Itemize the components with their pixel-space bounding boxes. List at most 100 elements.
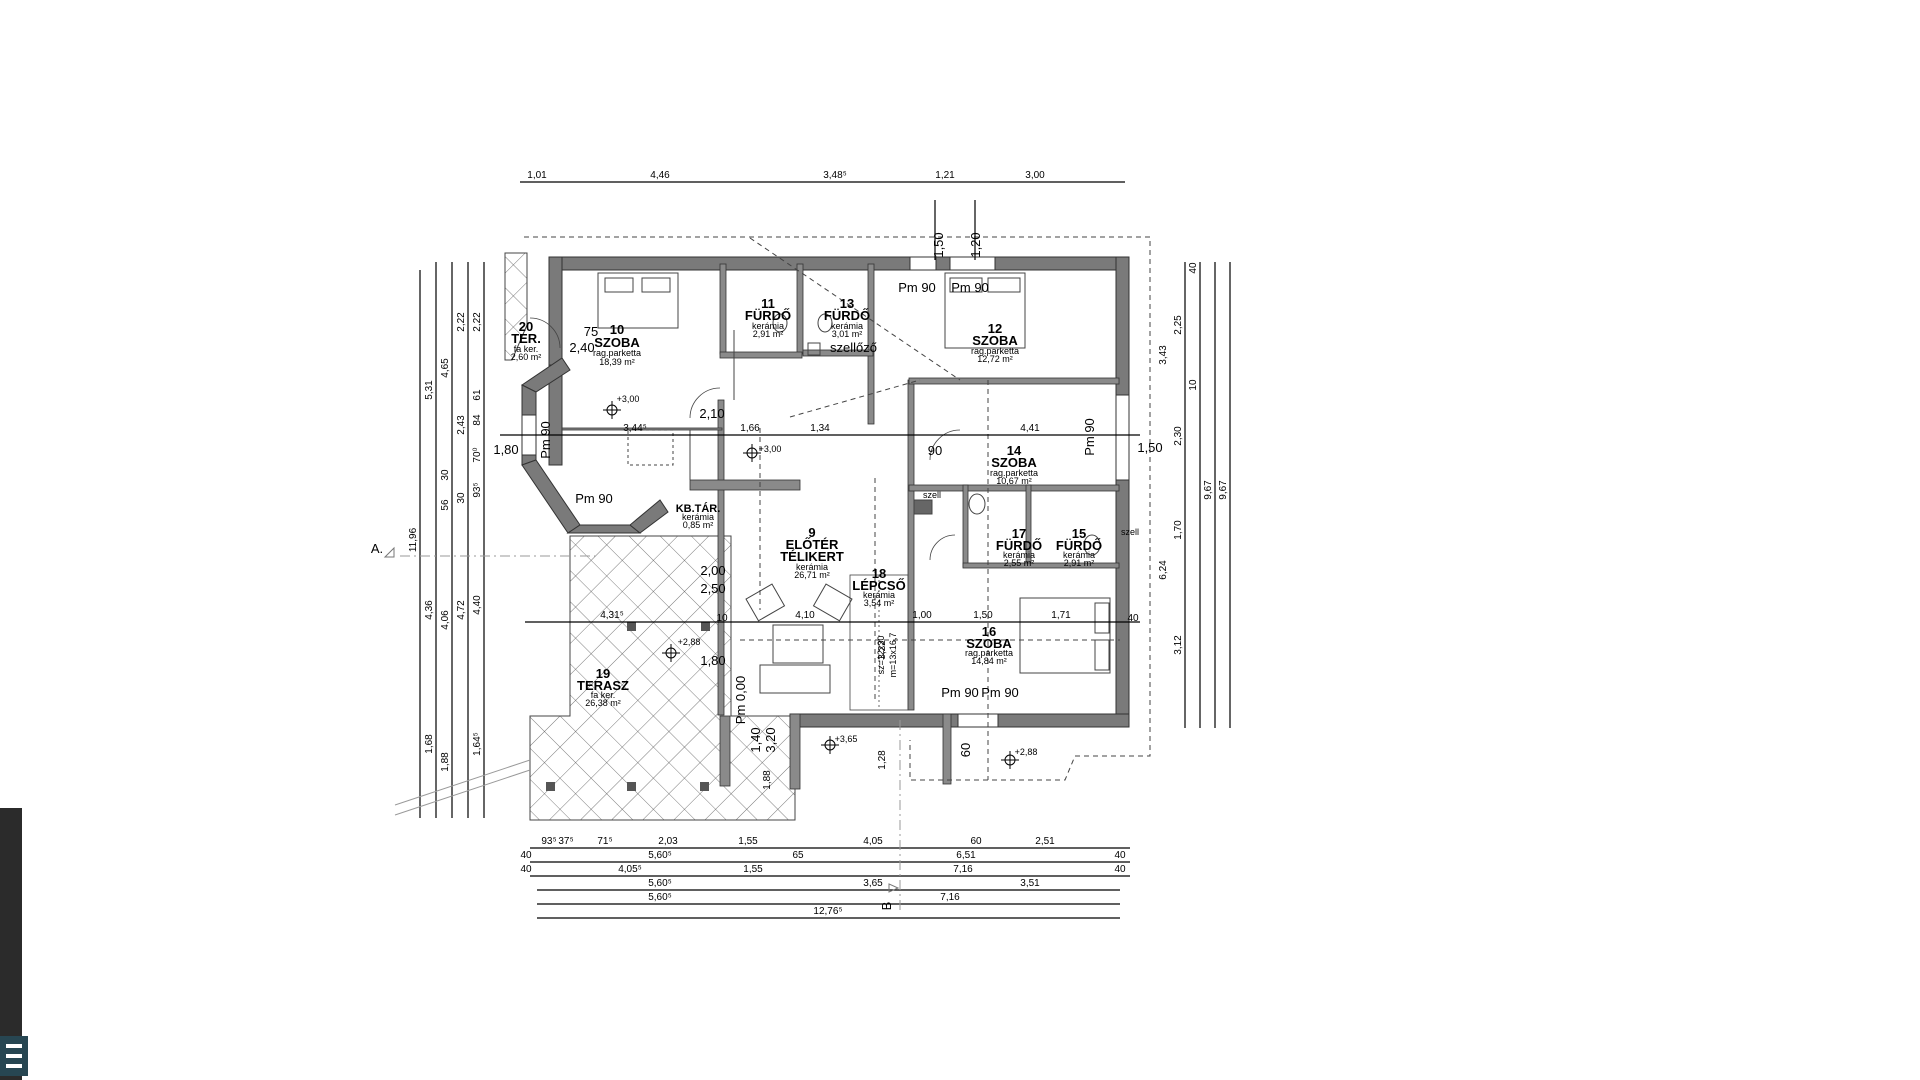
room-area: 26,71 m² xyxy=(794,570,830,580)
dim-text: 7,16 xyxy=(953,864,973,875)
parapet-label: Pm 90 xyxy=(941,685,979,700)
room-area: 2,55 m² xyxy=(1004,558,1035,568)
room-floor: rag.parketta xyxy=(593,348,641,358)
dim-text: 5,60⁵ xyxy=(648,878,672,889)
dim-text: 5,60⁵ xyxy=(648,892,672,903)
room-number: 16 xyxy=(982,624,996,639)
ventilation-label: szell xyxy=(923,490,941,500)
room-floor: fa ker. xyxy=(591,690,616,700)
dim-text: 3,51 xyxy=(1020,878,1040,889)
room-floor: kerámia xyxy=(863,590,895,600)
dim-text: 71⁵ xyxy=(597,836,612,847)
panel-tab-icon[interactable] xyxy=(0,1036,28,1076)
dim-text: 3,20 xyxy=(763,727,778,752)
room-area: 3,54 m² xyxy=(864,598,895,608)
dim-text: 1,21 xyxy=(935,170,955,181)
toilet-icon xyxy=(968,493,986,515)
dim-text: 2,51 xyxy=(1035,836,1055,847)
dim-text: 1,80 xyxy=(700,653,725,668)
parapet-label: Pm 90 xyxy=(951,280,989,295)
level-markers: +3,00 +3,00 +2,88 +3,65 +2,88 xyxy=(603,394,1037,769)
dim-text: 1,00 xyxy=(912,610,932,621)
dim-text: 4,65 xyxy=(440,358,451,378)
room-number: 13 xyxy=(840,296,854,311)
dim-text: 10 xyxy=(716,613,728,624)
door-swings xyxy=(529,317,961,561)
dim-text: 30 xyxy=(440,469,451,481)
room-area: 2,91 m² xyxy=(1064,558,1095,568)
room-number: 9 xyxy=(808,525,815,540)
toilet-icon xyxy=(1083,534,1101,556)
room-number: 18 xyxy=(872,566,886,581)
dim-text: 12,76⁵ xyxy=(813,906,842,917)
dim-text: 70⁰ xyxy=(472,447,483,462)
room-name: SZOBA xyxy=(972,333,1018,348)
dim-text: 30 xyxy=(456,492,467,504)
dim-text: 40 xyxy=(1114,864,1126,875)
room-area: 3,01 m² xyxy=(832,329,863,339)
level-label: +3,00 xyxy=(759,444,782,454)
dim-text: 1,68 xyxy=(424,734,435,754)
dim-text: 1,66 xyxy=(740,423,760,434)
room-name: TER. xyxy=(511,331,541,346)
furniture xyxy=(597,272,1111,694)
room-name: TERASZ xyxy=(577,678,629,693)
room-floor: rag.parketta xyxy=(965,648,1013,658)
room-floor: fa ker. xyxy=(514,344,539,354)
room-number: 12 xyxy=(988,321,1002,336)
section-arrow-icon xyxy=(383,546,395,558)
dim-text: 1,55 xyxy=(738,836,758,847)
dim-text: 1,50 xyxy=(1137,440,1162,455)
room-floor: rag.parketta xyxy=(990,468,1038,478)
room-floor: kerámia xyxy=(1063,550,1095,560)
dim-text: 1,34 xyxy=(810,423,830,434)
dim-text: 90 xyxy=(928,443,942,458)
dim-text: 40 xyxy=(1127,613,1139,624)
room-floor: kerámia xyxy=(682,512,714,522)
dim-text: 4,05⁵ xyxy=(618,864,642,875)
dim-text: 37⁵ xyxy=(558,836,573,847)
dimension-texts: 1,01 4,46 3,48⁵ 1,21 3,00 93⁵ 37⁵ 71⁵ 2,… xyxy=(408,170,1229,917)
dim-text: 2,22 xyxy=(456,312,467,332)
section-marker-b: B xyxy=(879,902,894,911)
room-number: 15 xyxy=(1072,526,1086,541)
level-label: +3,65 xyxy=(835,734,858,744)
dim-text: 75 xyxy=(584,324,598,339)
stair-spec: m=13x16,7 xyxy=(888,633,898,678)
dim-text: 2,43 xyxy=(456,415,467,435)
dim-text: 2,50 xyxy=(700,581,725,596)
parapet-label: Pm 90 xyxy=(981,685,1019,700)
dim-text: 4,31⁵ xyxy=(600,610,624,621)
dim-text: 56 xyxy=(440,499,451,511)
dim-text: 9,67 xyxy=(1203,480,1214,500)
parapet-label: Pm 90 xyxy=(1082,418,1097,456)
level-label: +2,88 xyxy=(678,637,701,647)
room-name: LÉPCSŐ xyxy=(852,578,905,593)
dim-text: 1,20 xyxy=(968,232,983,257)
parapet-label: Pm 90 xyxy=(898,280,936,295)
room-area: 2,60 m² xyxy=(511,352,542,362)
room-name: ELŐTÉR xyxy=(786,537,839,552)
level-label: +3,00 xyxy=(617,394,640,404)
dim-text: 10 xyxy=(1188,379,1199,391)
dim-text: 6,24 xyxy=(1158,560,1169,580)
room-floor: kerámia xyxy=(796,562,828,572)
dim-text: 4,40 xyxy=(472,595,483,615)
dim-text: 4,06 xyxy=(440,610,451,630)
section-marker-a: A. xyxy=(371,541,383,556)
dim-text: 93⁵ xyxy=(472,482,483,497)
left-side-panel xyxy=(0,808,28,1080)
stair-spec: sz=12x30 xyxy=(876,636,886,675)
armchair-icon xyxy=(812,583,853,622)
dim-text: 2,40 xyxy=(569,340,594,355)
roof-outline xyxy=(524,236,1151,781)
room-number: 19 xyxy=(596,666,610,681)
room-number: 11 xyxy=(761,296,775,311)
room-name: FÜRDŐ xyxy=(1056,538,1102,553)
dim-text: 1,88 xyxy=(440,752,451,772)
dim-text: 65 xyxy=(792,850,804,861)
dim-text: 93⁵ xyxy=(541,836,556,847)
section-lines xyxy=(394,555,901,910)
level-label: +2,88 xyxy=(1015,747,1038,757)
